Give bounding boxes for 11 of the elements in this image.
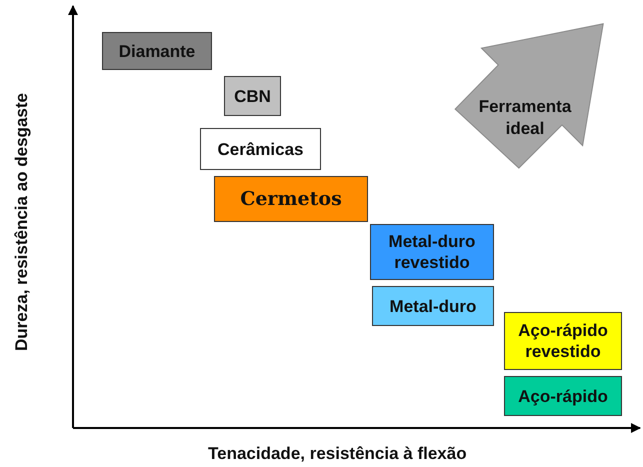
- material-box: Metal-duro revestido: [370, 224, 494, 280]
- axis-title: Dureza, resistência ao desgaste: [12, 93, 32, 351]
- axis-title: Tenacidade, resistência à flexão: [208, 444, 467, 464]
- material-box: Aço-rápido revestido: [504, 312, 622, 370]
- material-box: Cermetos: [214, 176, 368, 222]
- material-box: Diamante: [102, 32, 212, 70]
- material-box: Aço-rápido: [504, 376, 622, 416]
- material-box: Metal-duro: [372, 286, 494, 326]
- material-box: CBN: [224, 76, 281, 116]
- material-box: Cerâmicas: [200, 128, 321, 170]
- arrow-label: Ferramenta ideal: [478, 96, 572, 140]
